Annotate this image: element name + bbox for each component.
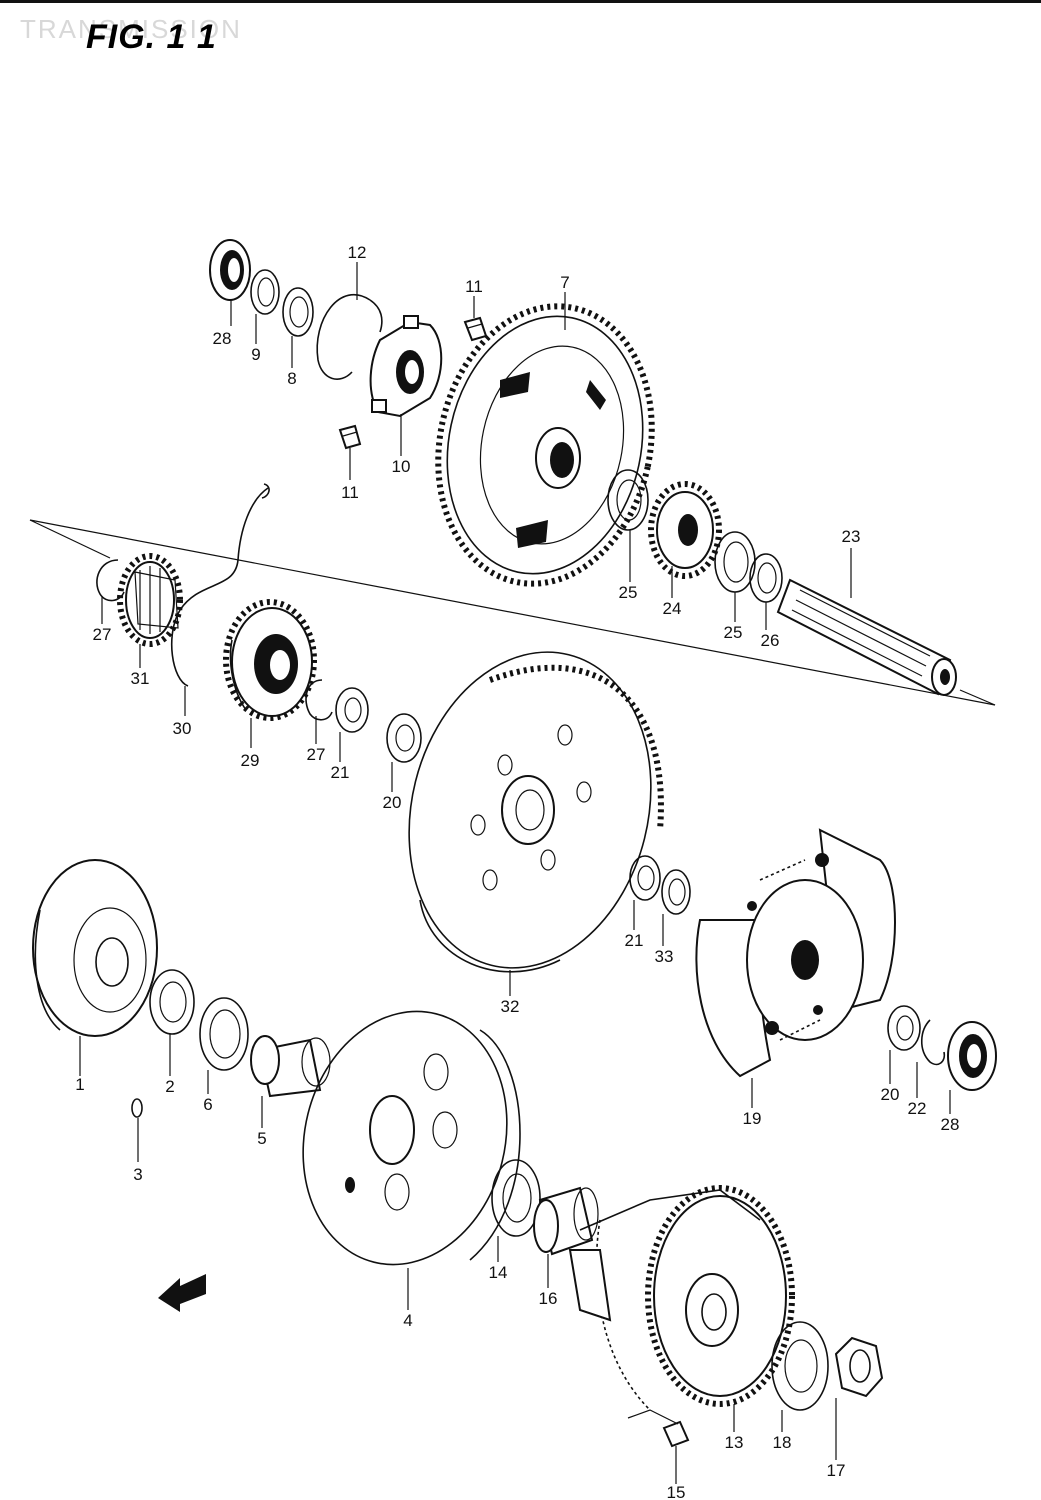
part-labels: 1 2 3 4 5 6 7 8 9 10 11 11 12 13 14 15 1… bbox=[75, 243, 959, 1500]
label-part-22: 22 bbox=[908, 1099, 927, 1118]
part-2-washer[interactable] bbox=[149, 969, 195, 1035]
part-6-washer[interactable] bbox=[199, 997, 249, 1071]
part-30-kick-spring[interactable] bbox=[170, 483, 270, 687]
part-17-nut[interactable] bbox=[834, 1336, 884, 1398]
label-part-8: 8 bbox=[287, 369, 296, 388]
part-13-primary-clutch-gear[interactable] bbox=[568, 1185, 795, 1411]
label-part-1: 1 bbox=[75, 1075, 84, 1094]
part-23-secondary-shaft[interactable] bbox=[776, 578, 957, 696]
label-part-21-lower: 21 bbox=[625, 931, 644, 950]
label-part-7: 7 bbox=[560, 273, 569, 292]
part-20-washer-right[interactable] bbox=[887, 1005, 921, 1051]
label-part-16: 16 bbox=[539, 1289, 558, 1308]
leader-lines bbox=[79, 262, 951, 1484]
label-part-13: 13 bbox=[725, 1433, 744, 1452]
part-18-washer[interactable] bbox=[771, 1321, 829, 1411]
label-part-15: 15 bbox=[667, 1483, 686, 1500]
label-part-30: 30 bbox=[173, 719, 192, 738]
label-part-33: 33 bbox=[655, 947, 674, 966]
part-22-circlip[interactable] bbox=[920, 1019, 946, 1066]
part-27-circlip-left[interactable] bbox=[96, 559, 125, 602]
part-29-kick-drive-gear[interactable] bbox=[223, 599, 317, 721]
part-33-washer[interactable] bbox=[661, 869, 691, 915]
label-part-10: 10 bbox=[392, 457, 411, 476]
part-20-washer-middle[interactable] bbox=[386, 713, 422, 763]
part-5-spacer[interactable] bbox=[250, 1035, 331, 1098]
label-part-18: 18 bbox=[773, 1433, 792, 1452]
part-10-drive-hub[interactable] bbox=[369, 315, 443, 418]
part-9-washer[interactable] bbox=[250, 269, 280, 315]
part-24-drive-sprocket[interactable] bbox=[648, 481, 722, 579]
part-31-kick-gear[interactable] bbox=[117, 553, 183, 647]
label-part-20-middle: 20 bbox=[383, 793, 402, 812]
label-part-4: 4 bbox=[403, 1311, 412, 1330]
part-11-block-lower[interactable] bbox=[338, 424, 362, 450]
top-border bbox=[0, 0, 1041, 3]
part-32-primary-driven-housing[interactable] bbox=[377, 626, 683, 994]
front-arrow-icon bbox=[158, 1274, 206, 1312]
section-watermark: TRANSMISSION bbox=[20, 14, 242, 44]
assembly-axis-lines bbox=[29, 519, 996, 706]
label-part-11-lower: 11 bbox=[341, 483, 359, 502]
part-14-washer[interactable] bbox=[491, 1159, 541, 1237]
part-4-clutch-drum[interactable] bbox=[277, 990, 533, 1287]
part-28-bearing-top[interactable] bbox=[209, 239, 251, 301]
label-part-29: 29 bbox=[241, 751, 260, 770]
label-part-26: 26 bbox=[761, 631, 780, 650]
label-part-12: 12 bbox=[348, 243, 367, 262]
label-part-24: 24 bbox=[663, 599, 682, 618]
label-part-28-right: 28 bbox=[941, 1115, 960, 1134]
label-part-14: 14 bbox=[489, 1263, 508, 1282]
label-part-25-lower: 25 bbox=[724, 623, 743, 642]
part-3-pin[interactable] bbox=[131, 1098, 143, 1118]
part-7-driven-gear[interactable] bbox=[413, 286, 677, 604]
part-21-washer-middle[interactable] bbox=[335, 687, 369, 733]
label-part-27-left: 27 bbox=[93, 625, 112, 644]
label-part-27-right: 27 bbox=[307, 745, 326, 764]
label-part-2: 2 bbox=[165, 1077, 174, 1096]
label-part-20-right: 20 bbox=[881, 1085, 900, 1104]
label-part-23: 23 bbox=[842, 527, 861, 546]
label-part-11-upper: 11 bbox=[465, 277, 483, 296]
label-part-6: 6 bbox=[203, 1095, 212, 1114]
label-part-17: 17 bbox=[827, 1461, 846, 1480]
part-19-clutch-shoe-assembly[interactable] bbox=[695, 828, 896, 1078]
part-28-bearing-right[interactable] bbox=[947, 1021, 997, 1091]
part-8-washer[interactable] bbox=[282, 287, 314, 337]
label-part-5: 5 bbox=[257, 1129, 266, 1148]
part-27-circlip-right[interactable] bbox=[305, 679, 333, 721]
label-part-9: 9 bbox=[251, 345, 260, 364]
part-16-bushing[interactable] bbox=[533, 1186, 599, 1256]
part-26-washer[interactable] bbox=[749, 553, 783, 603]
label-part-31: 31 bbox=[131, 669, 150, 688]
label-part-19: 19 bbox=[743, 1109, 762, 1128]
part-21-washer-lower[interactable] bbox=[629, 855, 661, 901]
part-11-block-upper[interactable] bbox=[463, 316, 488, 342]
part-25-washer-upper[interactable] bbox=[607, 469, 649, 531]
label-part-32: 32 bbox=[501, 997, 520, 1016]
figure-title: FIG. 1 1 bbox=[86, 18, 217, 56]
label-part-28-top: 28 bbox=[213, 329, 232, 348]
label-part-25-upper: 25 bbox=[619, 583, 638, 602]
part-15-key[interactable] bbox=[627, 1409, 690, 1448]
label-part-21-middle: 21 bbox=[331, 763, 350, 782]
part-12-circlip[interactable] bbox=[316, 293, 383, 380]
part-25-washer-lower[interactable] bbox=[714, 531, 756, 593]
label-part-3: 3 bbox=[133, 1165, 142, 1184]
part-1-drive-face[interactable] bbox=[32, 859, 158, 1037]
